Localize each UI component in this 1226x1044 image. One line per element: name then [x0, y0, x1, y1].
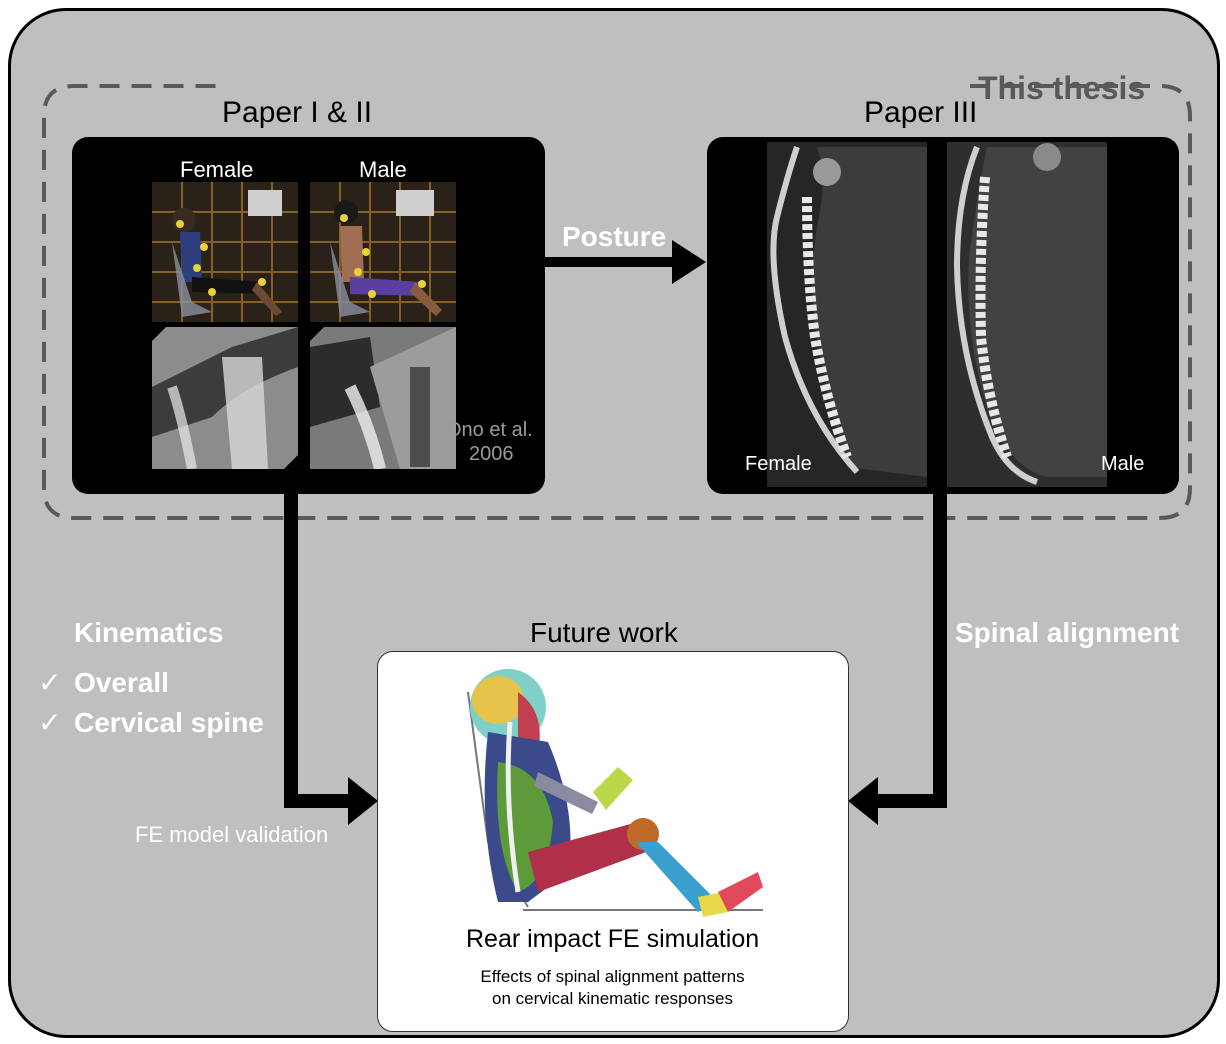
- check-cervical-icon: ✓: [38, 706, 61, 739]
- kinematics-heading: Kinematics: [74, 617, 223, 649]
- future-work-panel: Rear impact FE simulation Effects of spi…: [377, 651, 849, 1032]
- validation-label: FE model validation: [135, 822, 328, 848]
- spinal-alignment-label: Spinal alignment: [955, 617, 1179, 649]
- simulation-description-line2: on cervical kinematic responses: [378, 989, 847, 1009]
- check-overall-icon: ✓: [38, 666, 61, 699]
- simulation-description-line1: Effects of spinal alignment patterns: [378, 967, 847, 987]
- kinematics-item-overall: Overall: [74, 667, 169, 699]
- kinematics-item-cervical: Cervical spine: [74, 707, 264, 739]
- simulation-title: Rear impact FE simulation: [466, 925, 759, 954]
- future-work-title: Future work: [530, 617, 678, 649]
